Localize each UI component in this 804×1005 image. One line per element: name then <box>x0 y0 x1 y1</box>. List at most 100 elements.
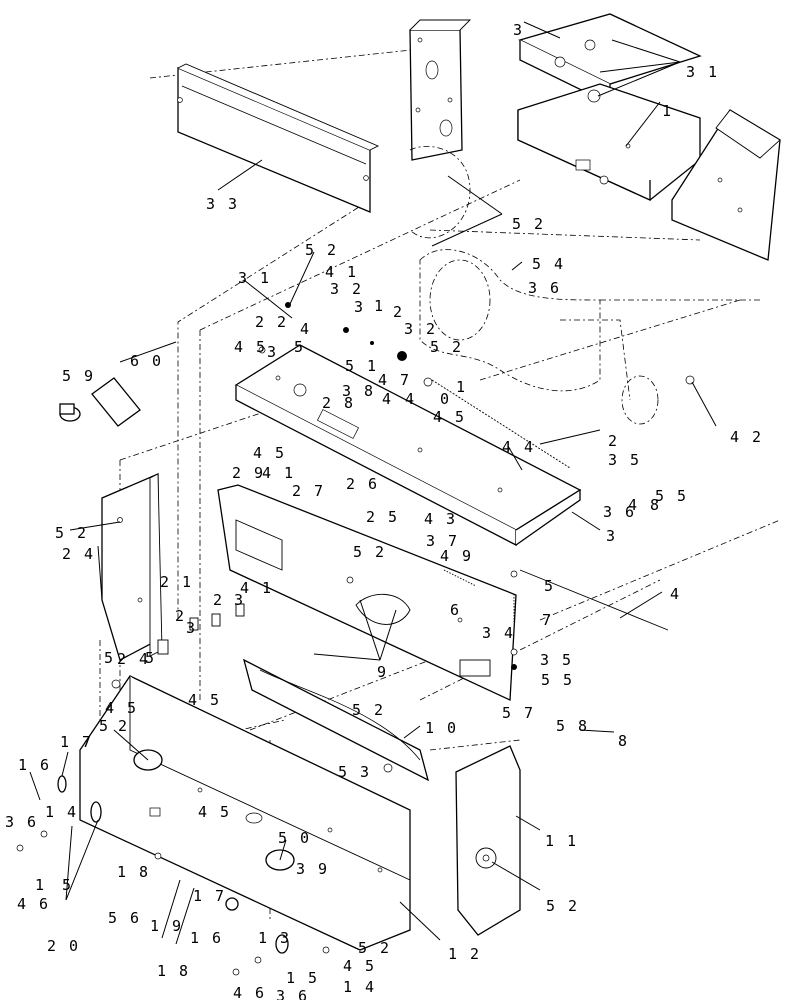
callout-c10: 3 6 <box>528 279 561 297</box>
callout-c70: 4 5 <box>188 691 221 709</box>
callout-c42: 2 6 <box>346 475 379 493</box>
callout-c8: 4 1 <box>325 263 358 281</box>
callout-c86: 5 0 <box>278 829 311 847</box>
callout-c41: 2 7 <box>292 482 325 500</box>
callout-c34: 2 <box>608 432 619 450</box>
callout-c46: 4 3 <box>424 510 457 528</box>
callout-c73: 5 7 <box>502 704 535 722</box>
callout-c61: 6 <box>450 601 461 619</box>
callout-c28: 0 <box>440 390 451 408</box>
callout-c101: 1 5 <box>286 969 319 987</box>
callout-c98: 1 2 <box>448 945 481 963</box>
callout-c77: 1 0 <box>425 719 458 737</box>
callout-c71: 5 2 <box>352 701 385 719</box>
callout-c74: 5 8 <box>556 717 589 735</box>
callout-c22: 6 0 <box>130 352 163 370</box>
callout-c25: 4 7 <box>378 371 411 389</box>
callout-c21: 5 2 <box>430 338 463 356</box>
callout-c66: 2 4 <box>117 650 150 668</box>
callout-c23: 5 1 <box>345 357 378 375</box>
callout-c102: 1 4 <box>343 978 376 996</box>
callout-c14: 2 2 <box>255 313 288 331</box>
callout-c75: 5 <box>99 717 110 735</box>
callout-c96: 2 0 <box>47 937 80 955</box>
callout-c90: 5 <box>62 876 73 894</box>
chain-2 <box>431 379 571 469</box>
callout-c35: 4 5 <box>253 444 286 462</box>
callout-c68: 5 5 <box>541 671 574 689</box>
callout-c19: 3 <box>267 343 278 361</box>
small-hardware <box>16 302 695 976</box>
callout-c92: 5 2 <box>546 897 579 915</box>
vertical-bracket <box>409 19 472 161</box>
side-panel-11 <box>455 745 521 936</box>
callout-c18: 4 5 <box>234 338 267 356</box>
gearbox-assembly <box>409 146 659 425</box>
callout-c53: 2 1 <box>160 573 193 591</box>
callout-c57: 2 <box>213 591 224 609</box>
callout-c91: 4 6 <box>17 895 50 913</box>
roller-17 <box>57 775 239 911</box>
callout-c84: 3 6 <box>5 813 38 831</box>
callout-c11: 3 2 <box>330 280 363 298</box>
callout-c17: 3 2 <box>404 320 437 338</box>
callout-c38: 4 1 <box>262 464 295 482</box>
callout-c62: 7 <box>542 611 553 629</box>
decal-60 <box>91 377 141 427</box>
callout-c64: 3 5 <box>540 651 573 669</box>
upper-shelf-3 <box>234 344 582 547</box>
callout-c95: 1 7 <box>193 887 226 905</box>
callout-c31: 4 <box>405 390 416 408</box>
callout-c39: 3 5 <box>608 451 641 469</box>
callout-c104: 1 8 <box>157 962 190 980</box>
callout-c51: 5 2 <box>353 543 386 561</box>
callout-c29: 2 8 <box>322 394 355 412</box>
callout-c40: 5 5 <box>655 487 688 505</box>
front-panel-26 <box>217 484 517 701</box>
callout-c36: 4 4 <box>502 438 535 456</box>
callout-c26: 3 8 <box>342 382 375 400</box>
callout-c87: 3 9 <box>296 860 329 878</box>
callout-c106: 3 6 <box>276 987 309 1000</box>
callout-c63: 3 4 <box>482 624 515 642</box>
upper-right-housing <box>517 13 781 261</box>
callout-c13: 1 <box>374 297 385 315</box>
callout-c72: 4 5 <box>105 699 138 717</box>
lower-frame-12 <box>79 675 411 951</box>
callout-c67: 5 <box>145 649 156 667</box>
callout-c105: 4 6 <box>233 984 266 1000</box>
callout-c85: 1 1 <box>545 832 578 850</box>
callout-c48: 3 <box>606 527 617 545</box>
callout-c83: 1 4 <box>45 803 78 821</box>
callout-c37: 2 9 <box>232 464 265 482</box>
callout-c24: 5 9 <box>62 367 95 385</box>
callout-c50: 2 4 <box>62 545 95 563</box>
callout-c54: 5 <box>544 577 555 595</box>
callout-c1: 3 <box>513 21 524 39</box>
side-bracket-24 <box>101 473 163 661</box>
callout-c44: 3 6 <box>603 503 636 521</box>
callout-c4: 3 3 <box>206 195 239 213</box>
callout-c47: 5 2 <box>55 524 88 542</box>
callout-c93: 5 6 <box>108 909 141 927</box>
callout-c60: 3 <box>186 619 197 637</box>
cover-channel-33 <box>177 63 380 213</box>
callout-c9: 3 1 <box>238 269 271 287</box>
callout-c45: 2 5 <box>366 508 399 526</box>
callout-c2: 3 1 <box>686 63 719 81</box>
callout-c100: 1 3 <box>258 929 291 947</box>
callout-c79: 1 7 <box>60 733 93 751</box>
callout-c30: 4 <box>382 390 393 408</box>
callout-c6: 5 2 <box>305 241 338 259</box>
leader-lines <box>29 21 717 945</box>
callout-c97: 5 2 <box>358 939 391 957</box>
callout-c3: 1 <box>662 102 673 120</box>
rod-4 <box>519 569 669 631</box>
callout-c89: 1 <box>35 876 46 894</box>
callout-c32: 4 5 <box>433 408 466 426</box>
callout-c76: 2 <box>118 717 129 735</box>
strip-10 <box>242 658 430 782</box>
